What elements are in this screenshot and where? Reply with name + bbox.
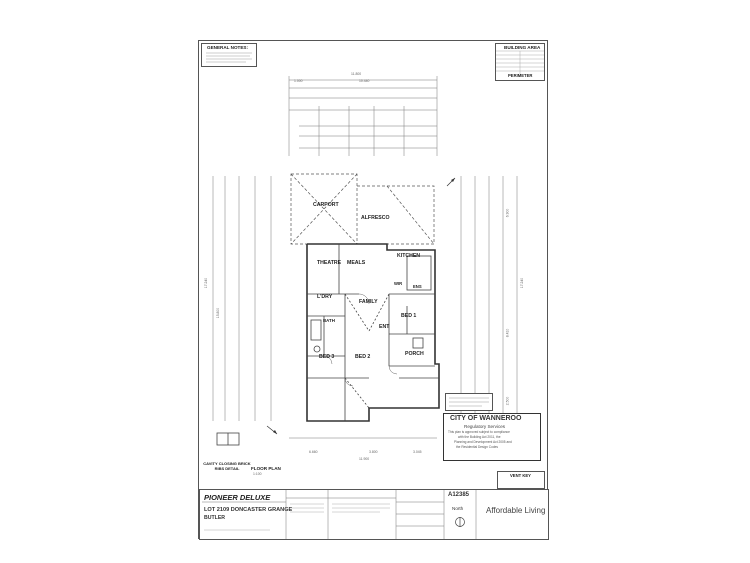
- overall-width-top-2: 10.440: [359, 79, 370, 83]
- bottom-seg2-dimension: 3.800: [369, 450, 378, 454]
- floor-plan: [212, 76, 518, 439]
- company-logo-icon: [216, 432, 240, 446]
- room-ens: ENS: [413, 284, 422, 289]
- company-name: Affordable Living: [486, 506, 546, 515]
- north-arrow-icon: [446, 177, 456, 187]
- room-family: FAMILY: [359, 299, 378, 305]
- stamp-line-1: This plan is approved subject to complia…: [448, 430, 510, 434]
- north-symbol-icon: [455, 517, 465, 527]
- inner-depth-left: 15.800: [216, 307, 221, 319]
- bottom-overall-dimension: 11.900: [359, 457, 370, 461]
- room-meals: MEALS: [347, 260, 366, 266]
- overall-depth-right: 17.240: [520, 277, 525, 289]
- cavity-closing-title: CAVITY CLOSING BRICK RIBS DETAIL: [203, 461, 251, 471]
- job-number: A12385: [448, 492, 470, 498]
- floor-plan-title: FLOOR PLAN: [251, 466, 281, 471]
- building-area-title: BUILDING AREA: [504, 45, 541, 50]
- suburb: BUTLER: [204, 515, 226, 521]
- north-label: North: [452, 506, 464, 511]
- drawing-sheet: GENERAL NOTES: BUILDING AREA PERIMETER: [198, 40, 549, 540]
- lot-line: LOT 2109 DONCASTER GRANGE: [204, 507, 293, 513]
- room-bath: BATH: [323, 318, 335, 323]
- general-notes-box: GENERAL NOTES:: [201, 43, 257, 67]
- building-area-table: [496, 50, 544, 75]
- right-bottom-dimension: 2.500: [505, 396, 510, 406]
- stamp-title: CITY OF WANNEROO: [450, 415, 522, 422]
- vent-key-box: VENT KEY: [497, 471, 545, 489]
- room-kitchen: KITCHEN: [397, 253, 421, 259]
- general-notes-title: GENERAL NOTES:: [207, 45, 249, 50]
- approval-stamp: CITY OF WANNEROO Regulatory Services Thi…: [443, 413, 541, 461]
- house-name: PIONEER DELUXE: [204, 493, 271, 502]
- room-bed2: BED 2: [355, 354, 371, 360]
- title-block-grid: [202, 490, 477, 539]
- room-theatre: THEATRE: [317, 260, 342, 266]
- room-porch: PORCH: [405, 351, 424, 357]
- room-ent: ENT: [379, 324, 390, 330]
- room-carport: CARPORT: [313, 202, 339, 208]
- building-area-box: BUILDING AREA PERIMETER: [495, 43, 545, 81]
- section-marker-icon: [266, 425, 278, 435]
- right-lower-dimension: 8.410: [505, 328, 510, 338]
- cavity-closing-block: CAVITY CLOSING BRICK RIBS DETAIL: [203, 431, 253, 481]
- plan-note-box: [445, 393, 493, 411]
- bottom-seg1-dimension: 6.660: [309, 450, 318, 454]
- floor-plan-scale: 1:100: [253, 472, 262, 476]
- bottom-seg3-dimension: 3.045: [413, 450, 422, 454]
- dimension-top-left: 1.000: [294, 79, 303, 83]
- general-notes-text: [206, 52, 252, 63]
- overall-width-top-1: 11.800: [351, 72, 362, 76]
- room-wir: WIR: [394, 281, 403, 286]
- vent-key-title: VENT KEY: [510, 473, 531, 478]
- overall-depth-left: 17.240: [204, 277, 209, 289]
- room-bed3: BED 3: [319, 354, 335, 360]
- stamp-subtitle: Regulatory Services: [464, 424, 506, 429]
- room-ldry: L'DRY: [317, 294, 333, 300]
- perimeter-title: PERIMETER: [508, 73, 533, 78]
- stamp-line-4: the Residential Design Codes: [456, 445, 498, 449]
- room-bed1: BED 1: [401, 313, 417, 319]
- title-block: PIONEER DELUXE LOT 2109 DONCASTER GRANGE…: [199, 489, 549, 540]
- stamp-line-3: Planning and Development Act 2005 and: [454, 440, 512, 444]
- right-upper-dimension: 6.900: [505, 208, 510, 218]
- stamp-line-2: with the Building Act 2011, the: [458, 435, 501, 439]
- room-alfresco: ALFRESCO: [361, 215, 390, 221]
